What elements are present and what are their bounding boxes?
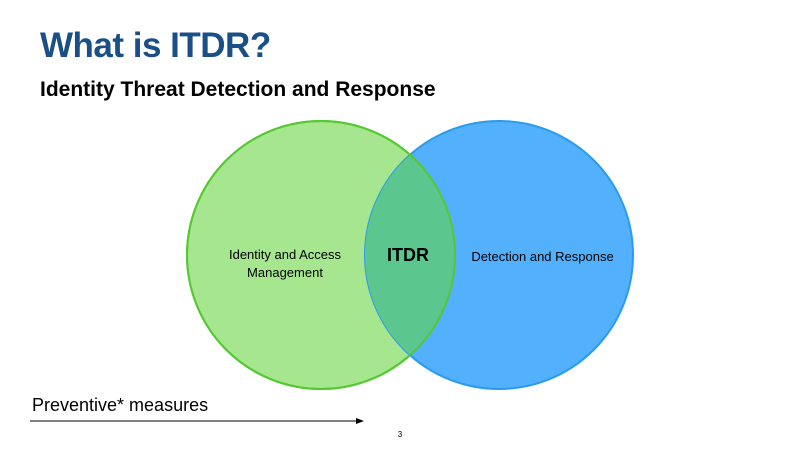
slide-subtitle: Identity Threat Detection and Response (40, 78, 436, 101)
preventive-measures-label: Preventive* measures (32, 395, 209, 415)
left-circle-outline (186, 120, 456, 390)
overlap-region-itdr (365, 121, 455, 389)
page-number: 3 (397, 430, 403, 439)
right-arrow-icon (30, 418, 364, 424)
venn-label-itdr: ITDR (387, 245, 429, 265)
venn-label-iam: Identity and Access Management (228, 247, 341, 280)
slide-title: What is ITDR? (40, 26, 271, 65)
venn-label-detection-response: Detection and Response (471, 249, 614, 264)
